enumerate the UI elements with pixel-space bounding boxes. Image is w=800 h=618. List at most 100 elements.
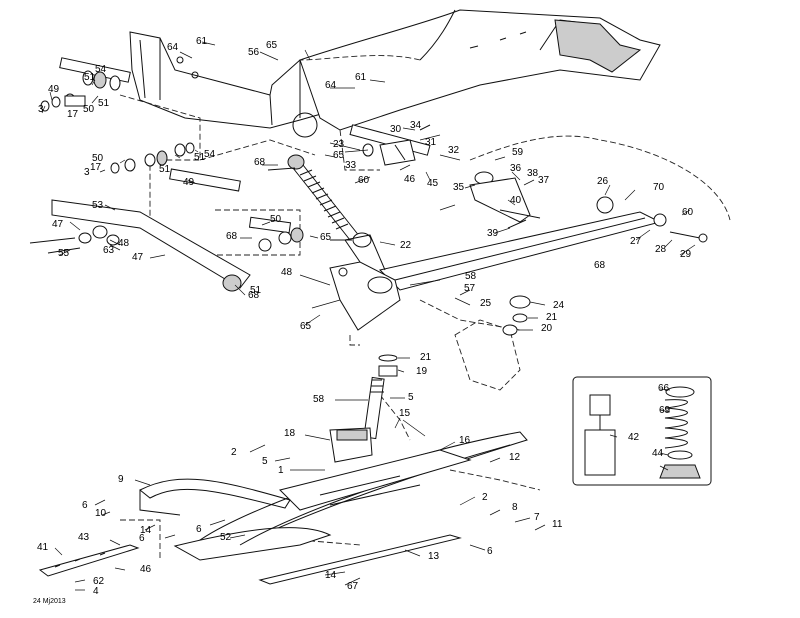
callout-label: 6	[139, 533, 145, 544]
callout-label: 54	[204, 149, 216, 160]
callout-label: 1	[278, 465, 284, 476]
callout-label: 68	[248, 290, 260, 301]
callout-label: 59	[512, 147, 524, 158]
callout-label: 22	[400, 240, 412, 251]
steering-bracket	[349, 124, 541, 229]
callout-label: 52	[220, 532, 232, 543]
callout-label: 58	[465, 271, 477, 282]
callout-label: 6	[196, 524, 202, 535]
callout-label: 46	[140, 564, 152, 575]
callout-label: 66	[658, 383, 670, 394]
callout-label: 42	[628, 432, 640, 443]
callout-label: 24	[553, 300, 565, 311]
callout-label: 54	[95, 64, 107, 75]
callout-label: 4	[93, 586, 99, 597]
diagram-code: 24 Mj2013	[33, 598, 66, 605]
callout-label: 20	[541, 323, 553, 334]
callout-label: 39	[487, 228, 499, 239]
callout-label: 51	[98, 98, 110, 109]
callout-label: 23	[333, 139, 345, 150]
callout-label: 48	[118, 238, 130, 249]
callout-label: 35	[453, 182, 465, 193]
callout-label: 58	[313, 394, 325, 405]
callout-label: 49	[48, 84, 60, 95]
callout-label: 25	[480, 298, 492, 309]
callout-label: 61	[196, 36, 208, 47]
callout-label: 64	[325, 80, 337, 91]
callout-label: 26	[597, 176, 609, 187]
callout-label: 44	[652, 448, 664, 459]
callout-label: 62	[93, 576, 105, 587]
callout-label: 51	[84, 72, 96, 83]
callout-label: 32	[448, 145, 460, 156]
runner	[258, 534, 462, 585]
callout-label: 3	[38, 104, 44, 115]
callout-label: 10	[95, 508, 107, 519]
callout-label: 60	[682, 207, 694, 218]
callout-label: 17	[67, 109, 79, 120]
callout-label: 21	[420, 352, 432, 363]
callout-label: 63	[103, 245, 115, 256]
callout-label: 40	[510, 195, 522, 206]
chassis-frame	[129, 9, 661, 138]
callout-label: 6	[487, 546, 493, 557]
leader-lines	[41, 41, 696, 591]
callout-label: 29	[680, 249, 692, 260]
callout-label: 11	[552, 519, 563, 530]
callout-label: 51	[159, 164, 171, 175]
callout-label: 9	[118, 474, 124, 485]
callout-label: 68	[254, 157, 266, 168]
callout-label: 61	[355, 72, 367, 83]
callout-label: 17	[90, 162, 102, 173]
callout-label: 33	[345, 160, 357, 171]
callout-label: 65	[333, 150, 345, 161]
callout-label: 65	[320, 232, 332, 243]
callout-label: 8	[512, 502, 518, 513]
callout-label: 15	[399, 408, 411, 419]
callout-label: 55	[58, 248, 70, 259]
ski-handle	[139, 478, 291, 516]
callout-label: 6	[82, 500, 88, 511]
callout-label: 14	[325, 570, 337, 581]
callout-label: 16	[459, 435, 471, 446]
callout-label: 21	[546, 312, 558, 323]
callout-label: 65	[300, 321, 312, 332]
callout-label: 65	[266, 40, 278, 51]
inset-shock-detail	[572, 376, 712, 486]
callout-label: 2	[231, 447, 237, 458]
callout-label: 30	[390, 124, 402, 135]
callout-label: 53	[92, 200, 104, 211]
callout-label: 69	[659, 405, 671, 416]
callout-label: 67	[347, 581, 359, 592]
callout-label: 38	[527, 168, 539, 179]
shock-mount-bushings	[248, 216, 304, 252]
callout-label: 50	[270, 214, 282, 225]
spindle-housing	[329, 234, 401, 331]
callout-label: 27	[630, 236, 642, 247]
ski-plate	[38, 544, 140, 577]
callout-label: 50	[83, 104, 95, 115]
callout-label: 36	[510, 163, 522, 174]
lower-rear-arm-parts	[29, 142, 251, 292]
callout-label: 28	[655, 244, 667, 255]
callout-label: 7	[534, 512, 540, 523]
callout-label: 14	[140, 525, 152, 536]
callout-label: 50	[92, 153, 104, 164]
dashed-assembly-lines	[119, 55, 731, 560]
callout-label: 13	[428, 551, 440, 562]
callout-label: 46	[404, 174, 416, 185]
callout-label: 68	[594, 260, 606, 271]
callout-label: 70	[653, 182, 665, 193]
trailing-arm	[379, 196, 708, 291]
callout-label: 34	[410, 120, 422, 131]
callout-label: 18	[284, 428, 296, 439]
callout-label: 41	[37, 542, 49, 553]
callout-label: 3	[84, 167, 90, 178]
callout-label: 5	[408, 392, 414, 403]
callout-label: 45	[427, 178, 439, 189]
callout-label: 43	[78, 532, 90, 543]
spindle-parts	[363, 295, 531, 440]
